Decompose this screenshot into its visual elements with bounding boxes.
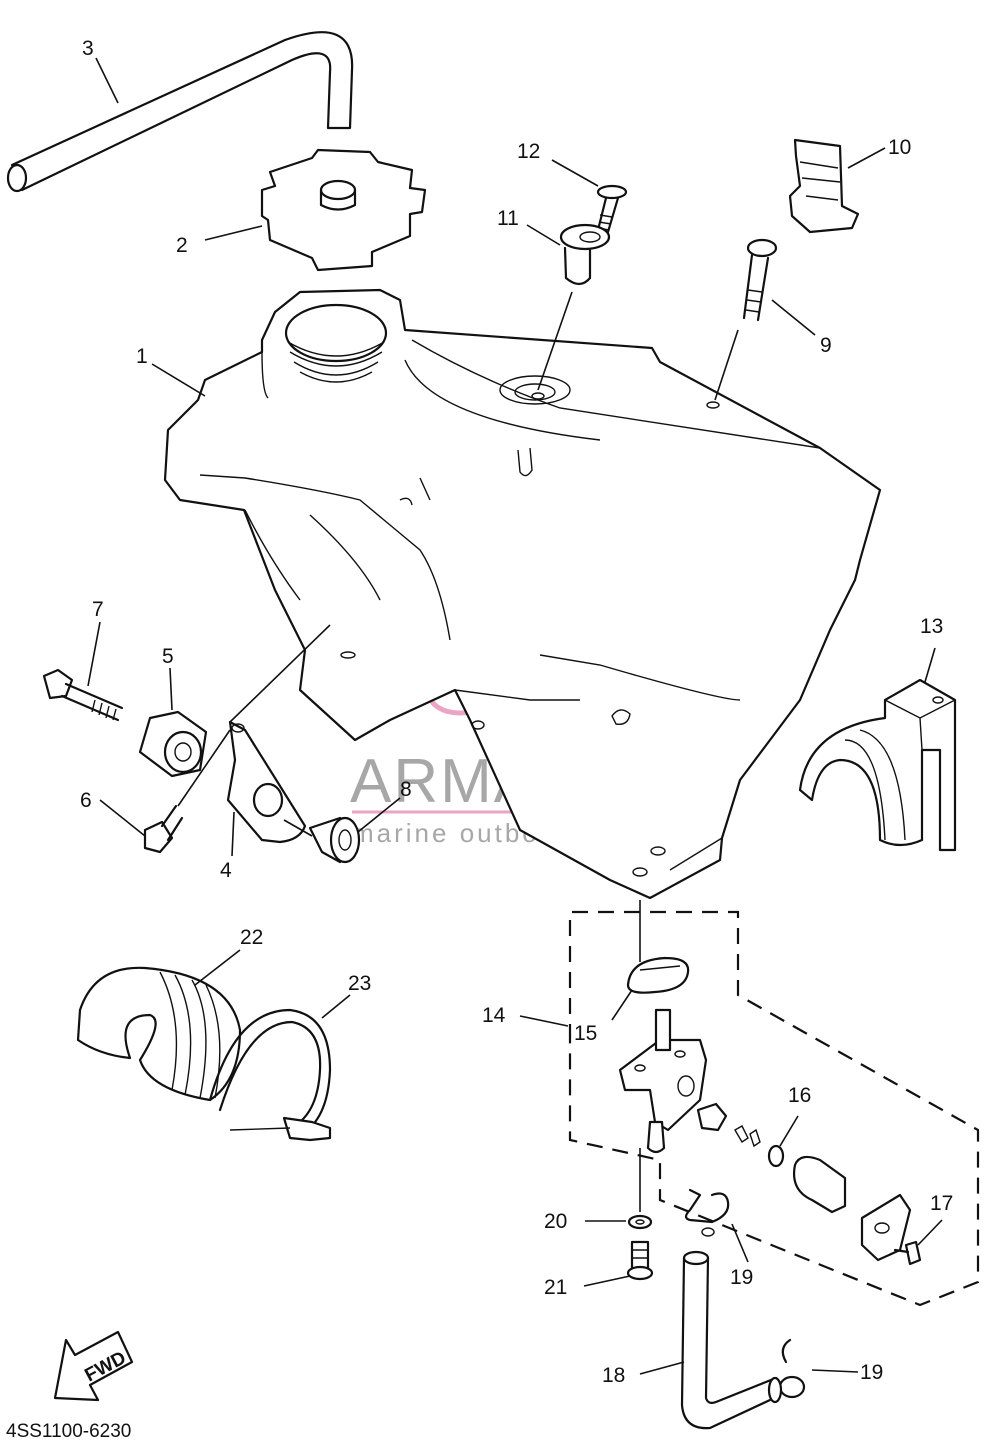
diagram-code: 4SS1100-6230 <box>6 1421 131 1442</box>
callout-1: 1 <box>136 345 148 368</box>
part-17-screw <box>893 1219 943 1266</box>
part-19-clip-lower <box>778 1338 859 1399</box>
part-1-fuel-tank <box>151 288 882 900</box>
part-3-breather-hose <box>6 31 354 193</box>
callout-2: 2 <box>176 234 188 257</box>
part-7-bolt <box>42 621 124 722</box>
callout-10: 10 <box>888 136 911 159</box>
part-9-bolt <box>714 238 816 401</box>
callout-17: 17 <box>930 1192 953 1215</box>
callout-4: 4 <box>220 859 232 882</box>
callout-19-upper: 19 <box>730 1266 753 1289</box>
part-14-fuel-cock-assembly <box>519 910 980 1307</box>
part-6-bolt <box>99 729 231 854</box>
callout-9: 9 <box>820 334 832 357</box>
part-23-clamp <box>208 994 351 1142</box>
part-18-fuel-hose <box>639 1250 783 1430</box>
callout-8: 8 <box>400 778 412 801</box>
callout-22: 22 <box>240 926 263 949</box>
callout-20: 20 <box>544 1210 567 1233</box>
fwd-arrow-icon: FWD <box>53 1330 134 1402</box>
part-11-grommet <box>526 223 611 391</box>
callout-21: 21 <box>544 1276 567 1299</box>
part-10-clip <box>788 138 886 234</box>
callout-23: 23 <box>348 972 371 995</box>
callout-7: 7 <box>92 598 104 621</box>
callout-15: 15 <box>574 1022 597 1045</box>
part-15-strainer <box>611 900 690 1021</box>
callout-11: 11 <box>497 207 519 230</box>
callout-6: 6 <box>80 789 92 812</box>
callout-3: 3 <box>82 37 94 60</box>
part-12-screw <box>551 159 628 234</box>
part-5-bushing <box>138 667 208 778</box>
part-20-washer <box>585 1148 653 1230</box>
callout-18: 18 <box>602 1364 625 1387</box>
part-19-clip-upper <box>684 1188 749 1263</box>
part-13-damper <box>798 647 957 852</box>
part-22-rubber-boot <box>76 949 242 1102</box>
callout-labels: 3 2 1 12 11 10 9 13 7 5 6 8 4 22 23 14 1… <box>80 37 953 1387</box>
part-2-fuel-cap <box>204 148 427 272</box>
callout-16: 16 <box>788 1084 811 1107</box>
callout-14: 14 <box>482 1004 506 1027</box>
part-21-screw <box>583 1240 654 1287</box>
part-4-bracket <box>226 624 331 857</box>
part-16-o-ring <box>767 1115 799 1168</box>
part-8-collar <box>283 797 401 864</box>
callout-5: 5 <box>162 645 174 668</box>
callout-12: 12 <box>517 140 540 163</box>
callout-13: 13 <box>920 615 943 638</box>
callout-19-lower: 19 <box>860 1361 883 1384</box>
